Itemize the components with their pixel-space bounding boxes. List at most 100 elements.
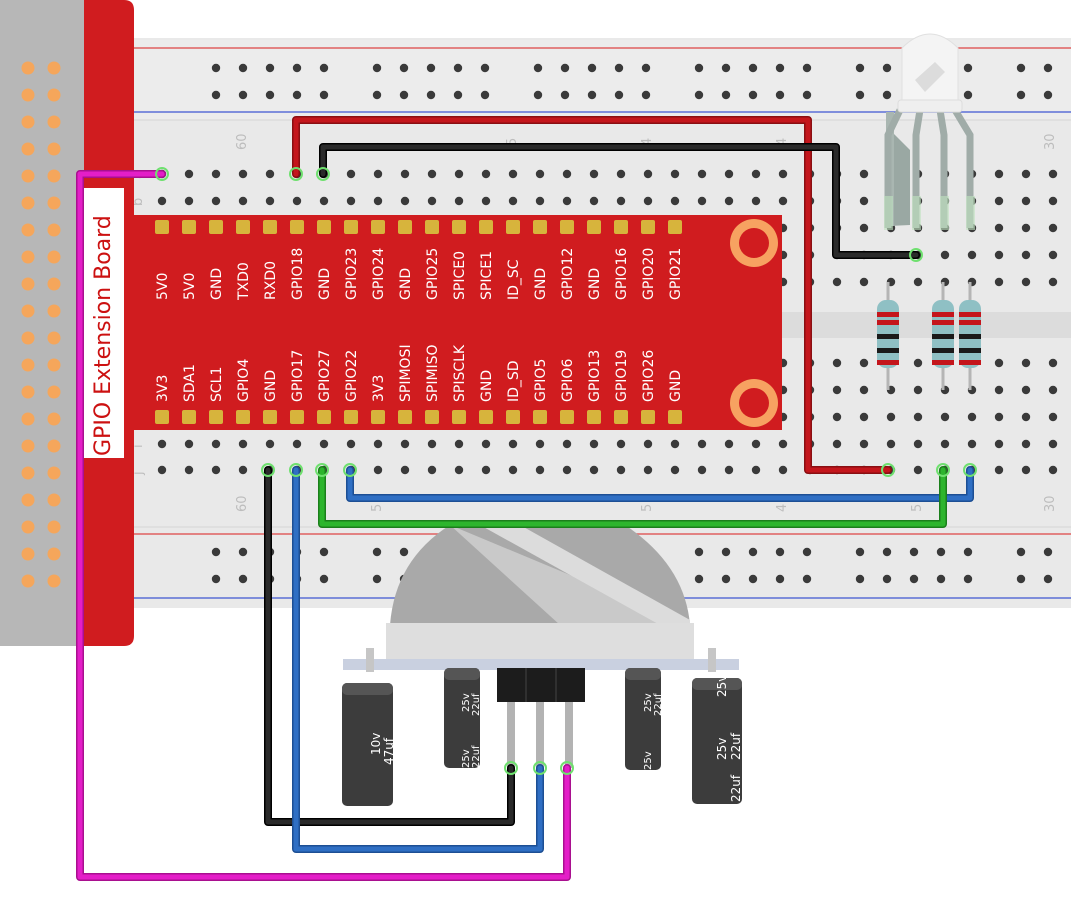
breadboard-hole	[859, 277, 869, 287]
capacitor-label: 10v	[369, 733, 383, 755]
connected-hole	[963, 463, 977, 477]
header-pin	[47, 115, 61, 129]
pad-top	[641, 220, 655, 234]
breadboard-hole	[508, 169, 518, 179]
pin-label-top: TXD0	[236, 262, 252, 301]
rail-hole	[802, 574, 812, 584]
breadboard-hole	[535, 196, 545, 206]
pin-label-bottom: GPIO13	[587, 350, 603, 402]
capacitor-label: 25v	[643, 693, 654, 712]
header-pin	[21, 223, 35, 237]
header-pin	[47, 88, 61, 102]
rail-hole	[560, 63, 570, 73]
pad-top	[155, 220, 169, 234]
header-pin	[21, 277, 35, 291]
rail-hole	[1016, 63, 1026, 73]
rail-hole	[963, 574, 973, 584]
pad-bottom	[344, 410, 358, 424]
pad-bottom	[317, 410, 331, 424]
rail-hole	[426, 90, 436, 100]
breadboard-hole	[562, 465, 572, 475]
pad-bottom	[452, 410, 466, 424]
rail-hole	[775, 547, 785, 557]
breadboard-hole	[211, 439, 221, 449]
pin-label-bottom: GPIO27	[317, 350, 333, 402]
breadboard-hole	[157, 465, 167, 475]
breadboard-hole	[859, 169, 869, 179]
rail-hole	[694, 63, 704, 73]
pad-top	[668, 220, 682, 234]
breadboard-hole	[238, 465, 248, 475]
rail-hole	[319, 574, 329, 584]
header-pin	[47, 223, 61, 237]
pad-bottom	[614, 410, 628, 424]
rail-hole	[399, 90, 409, 100]
pad-top	[560, 220, 574, 234]
rail-hole	[238, 63, 248, 73]
rail-hole	[372, 63, 382, 73]
capacitor-body	[692, 678, 742, 804]
connected-hole	[936, 463, 950, 477]
bb-number-top-6: 30	[1043, 133, 1058, 150]
header-pin	[21, 169, 35, 183]
breadboard-hole	[994, 277, 1004, 287]
pad-bottom	[236, 410, 250, 424]
rail-hole	[453, 90, 463, 100]
rail-hole	[882, 547, 892, 557]
pin-label-bottom: GND	[668, 370, 684, 402]
rail-hole	[372, 547, 382, 557]
bb-number-top-4: 4	[640, 138, 655, 146]
breadboard-hole	[994, 385, 1004, 395]
rail-hole	[319, 90, 329, 100]
breadboard-hole	[427, 169, 437, 179]
rail-hole	[426, 63, 436, 73]
breadboard-hole	[589, 465, 599, 475]
pad-top	[263, 220, 277, 234]
rail-hole	[1043, 63, 1053, 73]
breadboard-hole	[1021, 277, 1031, 287]
rail-hole	[399, 63, 409, 73]
breadboard-hole	[400, 169, 410, 179]
rail-hole	[936, 574, 946, 584]
breadboard-hole	[535, 439, 545, 449]
pad-top	[290, 220, 304, 234]
header-pin	[21, 493, 35, 507]
pin-label-top: GPIO16	[614, 248, 630, 300]
capacitor-label: 22uf	[729, 774, 743, 802]
rail-hole	[963, 63, 973, 73]
bb-number-bottom-4: 4	[775, 504, 790, 512]
breadboard-hole	[778, 196, 788, 206]
pin-pads	[155, 220, 682, 424]
connected-hole	[289, 463, 303, 477]
rail-hole	[775, 63, 785, 73]
pin-label-top: GND	[209, 268, 225, 300]
breadboard-hole	[913, 385, 923, 395]
breadboard-hole	[832, 385, 842, 395]
pad-bottom	[668, 410, 682, 424]
connected-hole	[881, 463, 895, 477]
breadboard-hole	[994, 250, 1004, 260]
pad-top	[236, 220, 250, 234]
capacitor-label: 25v	[715, 675, 729, 697]
pin-label-top: SPICE0	[452, 251, 468, 300]
breadboard-hole	[454, 196, 464, 206]
bb-number-bottom-5: 5	[910, 504, 925, 512]
pin-label-bottom: GPIO4	[236, 359, 252, 402]
header-pin	[47, 169, 61, 183]
breadboard-hole	[1048, 196, 1058, 206]
breadboard-hole	[724, 465, 734, 475]
breadboard-hole	[481, 196, 491, 206]
breadboard-hole	[562, 169, 572, 179]
rail-hole	[587, 63, 597, 73]
header-pin	[47, 412, 61, 426]
breadboard-hole	[832, 412, 842, 422]
rail-hole	[802, 90, 812, 100]
rail-hole	[211, 63, 221, 73]
rail-hole	[963, 547, 973, 557]
pin-label-top: GPIO23	[344, 248, 360, 300]
connected-hole	[289, 167, 303, 181]
header-pin	[47, 331, 61, 345]
pin-label-bottom: GPIO5	[533, 359, 549, 402]
capacitor-label: 25v	[461, 749, 472, 768]
